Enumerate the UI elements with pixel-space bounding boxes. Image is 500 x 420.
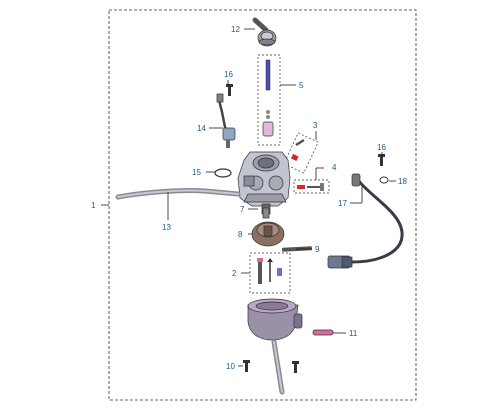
callout-10: 10	[226, 362, 235, 371]
callout-5: 5	[299, 81, 304, 90]
callout-14: 14	[197, 124, 206, 133]
part-18-washer	[379, 176, 389, 184]
part-16-screw-left	[226, 84, 233, 96]
callout-12: 12	[231, 25, 240, 34]
callout-7: 7	[240, 205, 245, 214]
part-12-throttle-cap	[252, 17, 277, 47]
callout-17: 17	[338, 199, 347, 208]
part-10-bowl-screw	[243, 360, 299, 373]
part-14-choke-plunger	[216, 93, 236, 148]
part-4-idle-screw-set	[293, 179, 330, 194]
callout-18: 18	[398, 177, 407, 186]
part-13-tube	[115, 187, 241, 200]
drain-tube	[271, 339, 285, 395]
callout-9: 9	[315, 245, 320, 254]
callout-2: 2	[232, 269, 237, 278]
callout-4: 4	[332, 163, 337, 172]
callout-8: 8	[238, 230, 243, 239]
callout-15: 15	[192, 168, 201, 177]
callout-13: 13	[162, 223, 171, 232]
diagram-frame	[108, 9, 417, 401]
part-16-screw-right	[378, 154, 385, 166]
part-2-jet-kit	[249, 252, 291, 294]
callout-labels: 1 2 3 4 5 7 8 9 10 11 12 13 14 15 16 16 …	[91, 25, 407, 371]
part-3-pilot-jet	[283, 132, 319, 174]
callout-11: 11	[349, 329, 358, 338]
part-17-cable-connector	[327, 173, 404, 269]
part-8-float	[251, 221, 285, 247]
callout-16-left: 16	[224, 70, 233, 79]
part-5-needle-slide-group	[257, 54, 281, 146]
part-15-o-ring	[214, 168, 232, 178]
carburetor-body	[237, 151, 291, 215]
part-11-drain-screw	[312, 329, 334, 336]
part-7-float-needle	[262, 207, 270, 219]
leader-lines	[101, 28, 396, 367]
float-bowl	[247, 298, 303, 341]
callout-3: 3	[313, 121, 318, 130]
callout-16-right: 16	[377, 143, 386, 152]
callout-1: 1	[91, 201, 96, 210]
